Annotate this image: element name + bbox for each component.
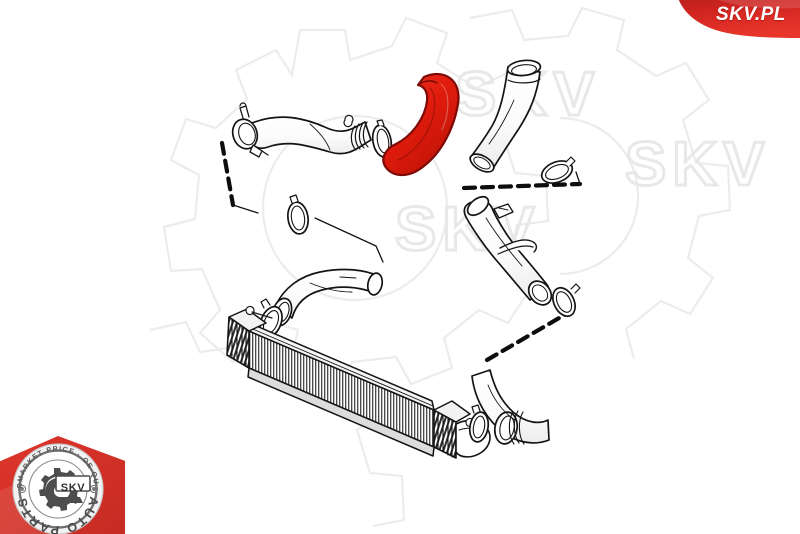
banner-shape <box>678 0 800 38</box>
intercooler-left-tank <box>226 305 273 369</box>
svg-text:SKV: SKV <box>625 130 770 199</box>
part-upper-right-pipe <box>469 59 542 173</box>
clamp-ring-upper-left <box>231 102 269 158</box>
gear-watermark-right <box>469 6 732 360</box>
clamp-ring-middle-free <box>287 194 309 235</box>
seal-center-label <box>55 475 91 492</box>
seal-side-dots <box>17 484 99 494</box>
part-featured-elbow-hose <box>382 72 460 177</box>
assembly-dashed-links <box>219 140 583 363</box>
gear-watermark-large <box>162 16 550 393</box>
part-intercooler <box>226 305 491 459</box>
dashed-link-upper-right <box>461 181 583 191</box>
clamp-ring-upper-right <box>540 156 576 184</box>
part-lower-left-hose <box>271 268 384 327</box>
mounting-bracket-tab <box>493 203 514 219</box>
dashed-link-left <box>219 140 236 208</box>
gear-wrench-emblem <box>39 468 91 511</box>
hose-ribs-upper-left <box>350 121 369 151</box>
part-lower-right-hose <box>471 369 550 445</box>
seal-arc-top-text: AFTERMARKET PRICE · OE QUALITY <box>0 0 100 489</box>
clamp-ring-lower-right <box>468 404 490 443</box>
part-mid-right-pipe <box>463 195 553 306</box>
dashed-link-lower-right <box>484 311 569 363</box>
intercooler-bottom-rail <box>247 367 435 457</box>
clamp-ring-mid-right <box>552 283 581 318</box>
part-upper-left-hose <box>231 102 372 158</box>
pipe-opening-lower <box>469 153 495 173</box>
